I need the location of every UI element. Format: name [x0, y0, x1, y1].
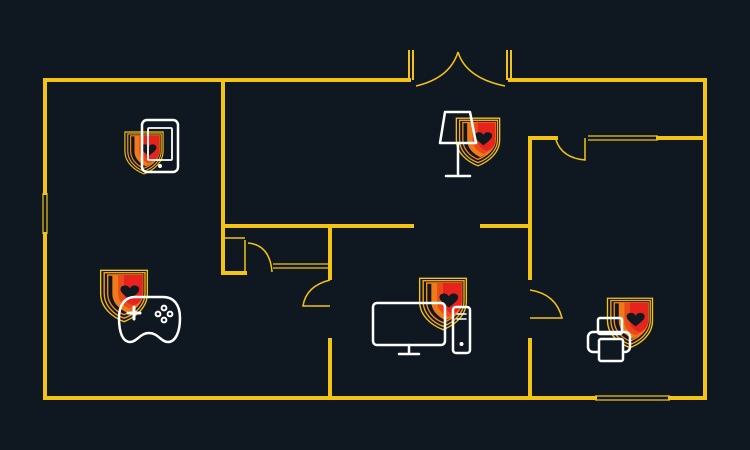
- main-door-frame: [408, 50, 512, 80]
- security-shields: [99, 117, 654, 349]
- desktop-computer-icon: [371, 301, 472, 356]
- doors: [223, 50, 586, 319]
- gamepad-icon: [117, 295, 182, 344]
- lamp-icon: [438, 110, 478, 178]
- devices: [117, 110, 632, 363]
- tablet-icon: [140, 118, 180, 174]
- window-left: [42, 193, 48, 234]
- right-room-top-door: [555, 138, 586, 161]
- bottom-center-door: [302, 279, 331, 307]
- corridor-door-jamb: [223, 237, 246, 274]
- printer-icon: [586, 316, 632, 363]
- window-corridor: [273, 263, 330, 269]
- corridor-door: [247, 242, 273, 273]
- main-door-leaf-left: [415, 51, 459, 87]
- walls: [43, 78, 707, 400]
- right-room-door: [529, 289, 563, 319]
- windows: [42, 135, 670, 401]
- main-door-leaf-right: [457, 51, 506, 87]
- window-right-room: [588, 135, 658, 141]
- shield-icon: [124, 131, 164, 175]
- window-bottom: [595, 395, 670, 401]
